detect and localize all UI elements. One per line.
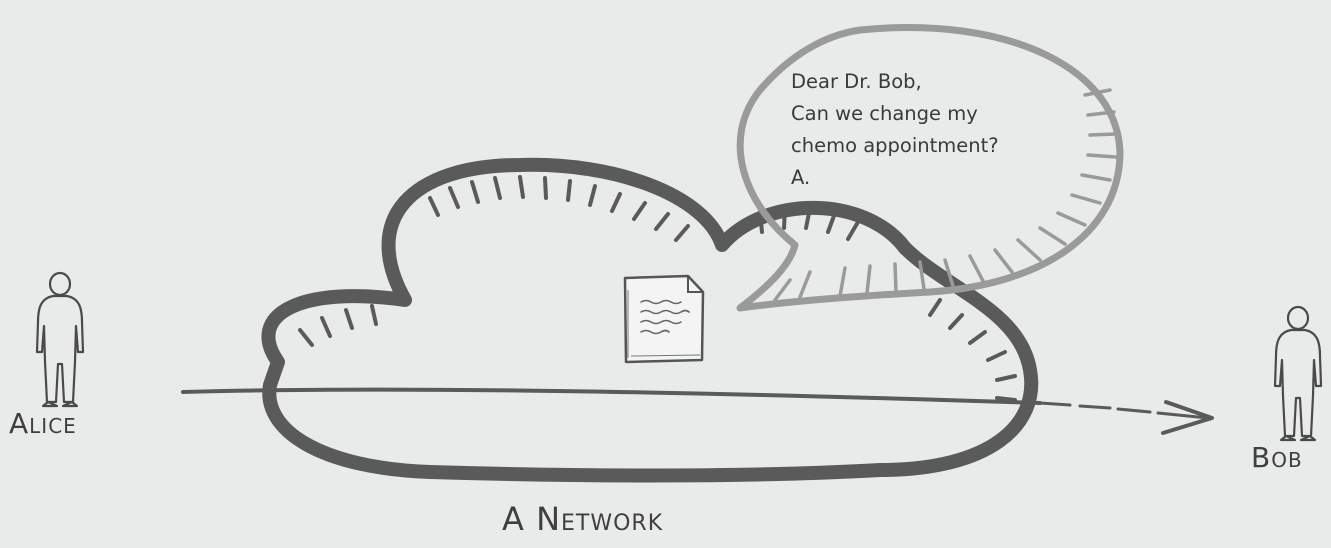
bob-person-icon [1275,307,1321,440]
alice-label: Alice [9,407,77,440]
arrow-icon [183,390,1212,433]
network-label: A Network [502,500,663,538]
alice-person-icon [37,273,83,406]
message-line: A. [791,162,1091,194]
bob-label: Bob [1251,441,1303,474]
document-icon [625,276,703,362]
message-line: chemo appointment? [791,130,1091,162]
message-text: Dear Dr. Bob, Can we change my chemo app… [791,66,1091,194]
message-line: Dear Dr. Bob, [791,66,1091,98]
message-line: Can we change my [791,98,1091,130]
